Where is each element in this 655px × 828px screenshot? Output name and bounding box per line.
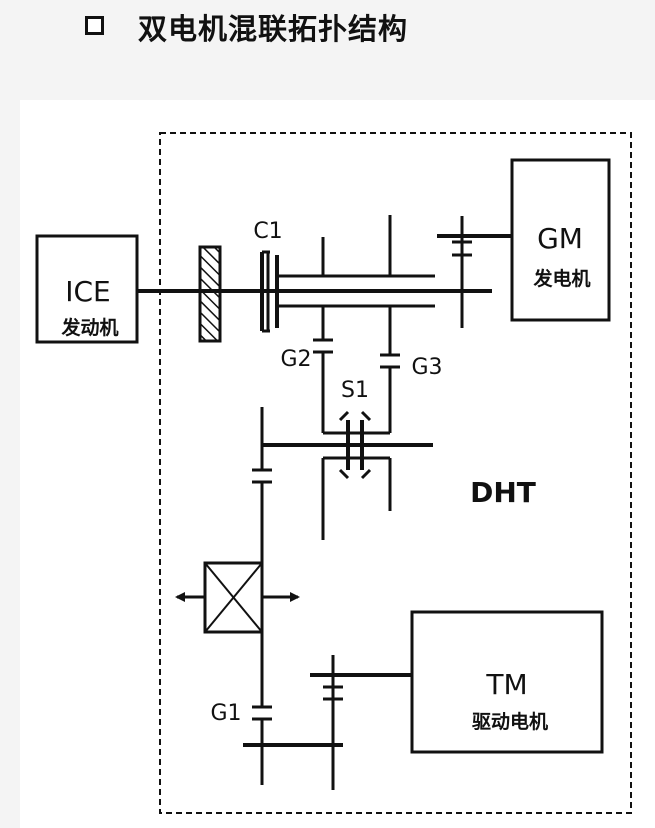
gm-label: GM — [537, 222, 583, 255]
page-title: 双电机混联拓扑结构 — [138, 12, 409, 46]
differential-icon — [203, 561, 264, 634]
s1-label: S1 — [341, 378, 369, 403]
square-bullet-icon — [85, 16, 104, 35]
synchronizer-s1 — [321, 410, 392, 540]
tm-motor-block: TM 驱动电机 — [410, 610, 604, 754]
gm-sublabel: 发电机 — [532, 267, 590, 290]
c1-label: C1 — [253, 219, 282, 244]
g1-label: G1 — [210, 701, 241, 726]
slide-header: 双电机混联拓扑结构 — [0, 0, 655, 95]
damper-icon — [198, 245, 222, 343]
g3-mesh — [380, 353, 400, 433]
g3-label: G3 — [411, 355, 442, 380]
dht-label: DHT — [470, 476, 536, 509]
gm-generator-block: GM 发电机 — [510, 158, 611, 322]
ice-label: ICE — [65, 275, 111, 308]
tm-sublabel: 驱动电机 — [472, 710, 548, 733]
final-drive-assembly — [243, 655, 412, 790]
g2-label: G2 — [280, 347, 311, 372]
ice-engine-block: ICE 发动机 — [35, 234, 139, 344]
dht-boundary — [159, 132, 632, 814]
ice-sublabel: 发动机 — [60, 316, 118, 339]
output-gear-column — [252, 407, 272, 785]
gm-gear-set — [437, 216, 512, 328]
tm-label: TM — [485, 668, 527, 701]
g2-mesh — [313, 338, 333, 433]
main-shaft-assembly — [262, 274, 492, 308]
